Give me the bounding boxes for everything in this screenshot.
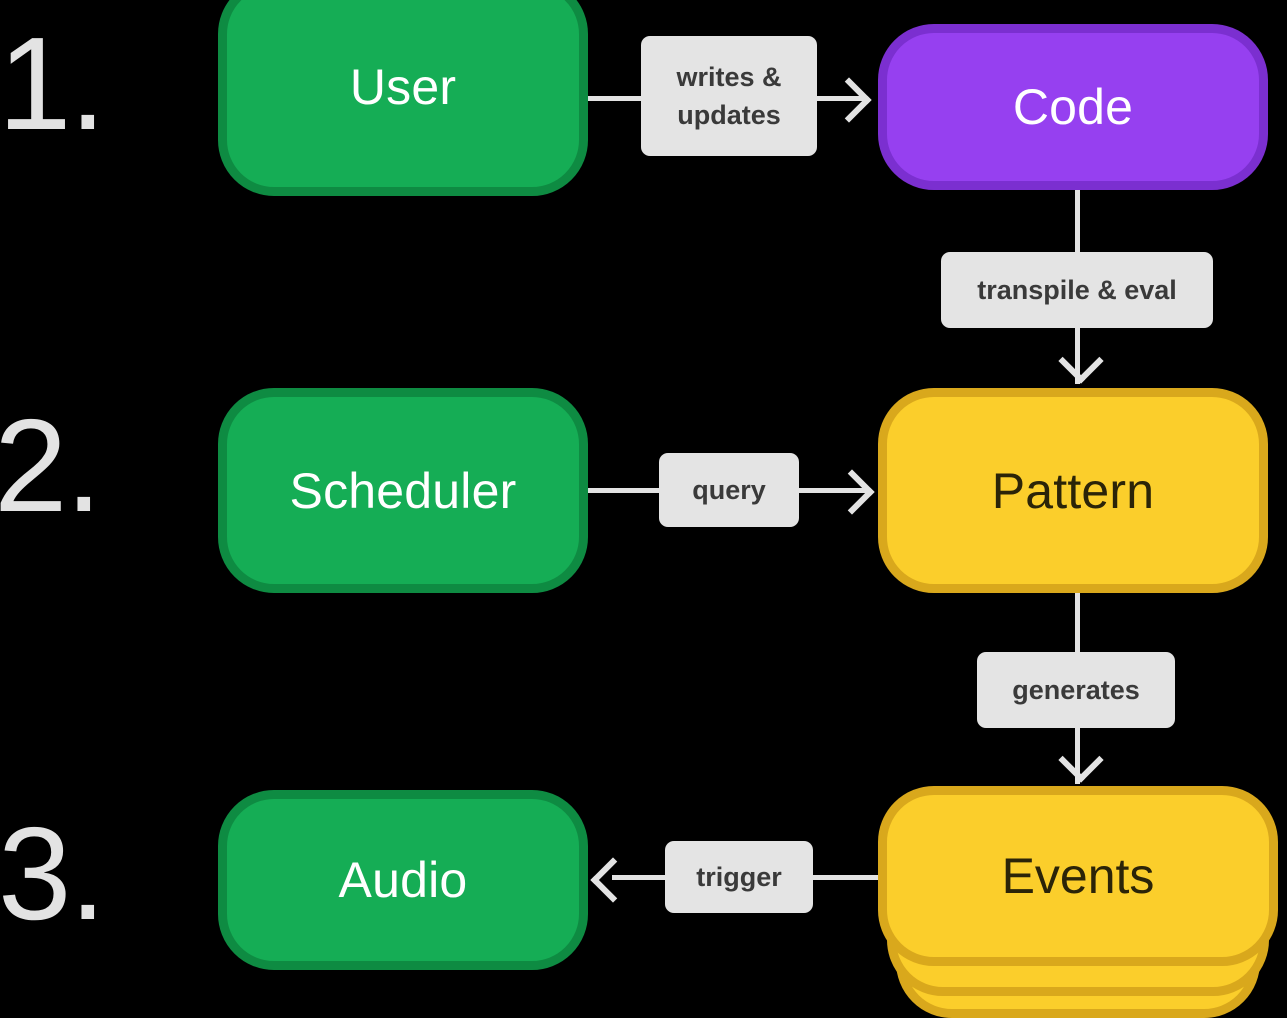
step-number-2: 2.: [0, 392, 102, 539]
step-number-3: 3.: [0, 800, 106, 947]
node-user-label: User: [349, 59, 457, 115]
edge-line-pattern-events-a: [1075, 593, 1080, 655]
edge-label-generates: generates: [977, 652, 1175, 728]
node-scheduler[interactable]: Scheduler: [218, 388, 588, 593]
edge-line-code-pattern-b: [1075, 328, 1080, 384]
edge-line-user-code-b: [817, 96, 865, 101]
node-events-label: Events: [1001, 848, 1155, 904]
edge-line-pattern-events-b: [1075, 728, 1080, 784]
edge-line-events-audio-a: [612, 875, 670, 880]
events-stack-layer-front: Events: [878, 786, 1278, 966]
edge-label-writes-updates: writes & updates: [641, 36, 817, 156]
edge-label-query: query: [659, 453, 799, 527]
node-code[interactable]: Code: [878, 24, 1268, 190]
arrowhead-left-events-audio: [590, 857, 636, 903]
edge-line-user-code-a: [588, 96, 644, 101]
node-user[interactable]: User: [218, 0, 588, 196]
arrowhead-right-user-code: [826, 77, 872, 123]
edge-label-trigger: trigger: [665, 841, 813, 913]
arrowhead-right-scheduler-pattern: [829, 469, 875, 515]
node-pattern[interactable]: Pattern: [878, 388, 1268, 593]
node-code-label: Code: [1012, 79, 1134, 135]
edge-line-scheduler-pattern-a: [588, 488, 660, 493]
step-number-1: 1.: [0, 10, 106, 157]
node-audio[interactable]: Audio: [218, 790, 588, 970]
edge-line-code-pattern-a: [1075, 190, 1080, 256]
node-events[interactable]: Events: [878, 786, 1278, 1018]
node-audio-label: Audio: [338, 852, 468, 908]
edge-line-events-audio-b: [812, 875, 890, 880]
arrowhead-down-pattern-events: [1058, 737, 1104, 783]
arrowhead-down-code-pattern: [1058, 338, 1104, 384]
edge-line-scheduler-pattern-b: [799, 488, 867, 493]
node-pattern-label: Pattern: [991, 462, 1155, 519]
edge-label-transpile-eval: transpile & eval: [941, 252, 1213, 328]
node-scheduler-label: Scheduler: [289, 462, 517, 519]
